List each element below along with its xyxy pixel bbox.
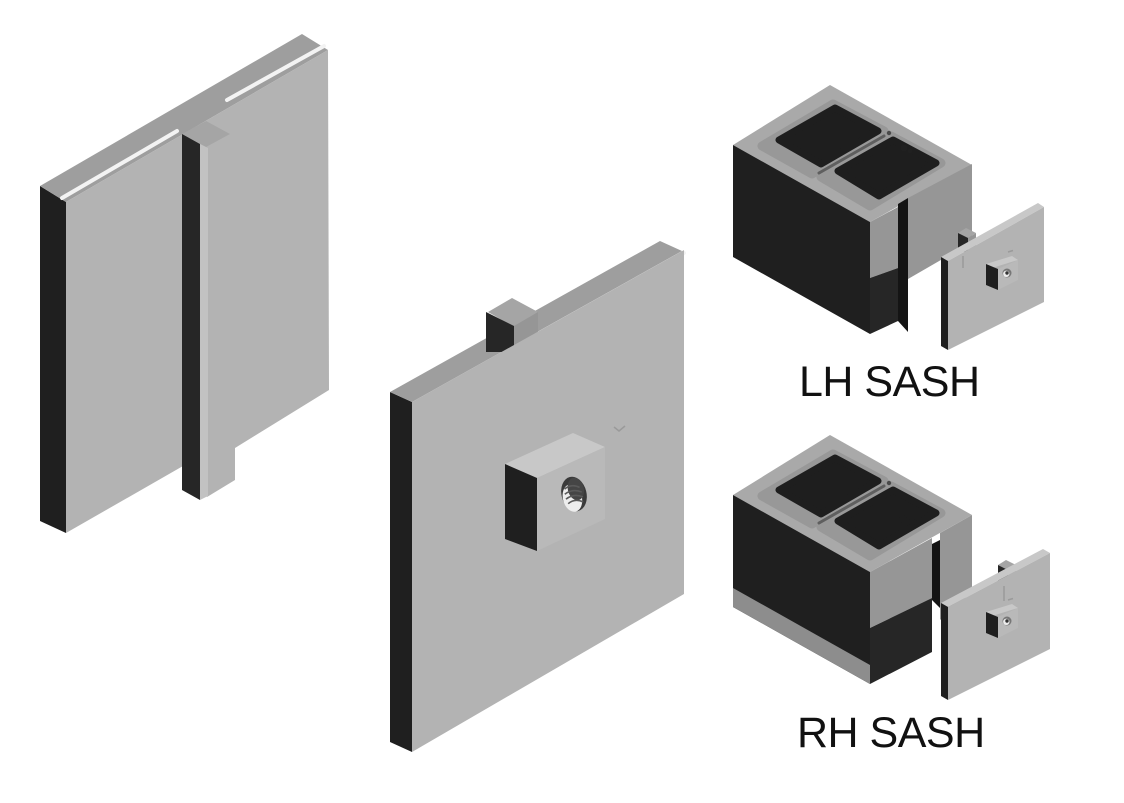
rh-sash-block-figure: RH SASH [733, 435, 1050, 757]
rh-sash-label: RH SASH [797, 709, 985, 757]
tab-shadow-face [486, 312, 514, 352]
threaded-nut-block [505, 425, 626, 551]
lh-plate-left-edge [941, 257, 948, 350]
lh-nut-shadow-face [986, 264, 998, 290]
rh-nut-tick [1007, 597, 1014, 601]
plate-left-edge-face [390, 392, 412, 752]
lh-plate-nut [986, 249, 1018, 290]
rh-balance-slot [932, 540, 940, 608]
lh-cavity-1-opening [775, 104, 882, 168]
rh-web-pilot-hole [886, 480, 892, 486]
lh-block-shadow-face [733, 145, 870, 334]
lh-cam-notch-2 [907, 148, 913, 154]
rh-nut-hole-center [1005, 619, 1009, 623]
rh-block-shadow-face-band [733, 588, 870, 684]
rh-web-groove [817, 484, 886, 525]
rib-top-face [182, 121, 230, 147]
nut-shadow-face [505, 464, 537, 551]
lh-cavity-2-opening [834, 136, 940, 200]
panel-top-face [40, 34, 328, 202]
rh-plate [941, 549, 1050, 700]
lh-block-right-face [870, 207, 898, 278]
lh-sash-label: LH SASH [799, 358, 980, 406]
rh-nut-shadow-face [986, 612, 998, 638]
nut-edge-tick [613, 425, 626, 432]
rh-plate-nut [986, 597, 1018, 638]
interlock-panel-figure [40, 34, 329, 533]
lh-balance-slot [898, 198, 908, 332]
nut-plate-panel-figure [390, 241, 686, 752]
lh-nut-tick [1007, 249, 1014, 253]
rh-block [733, 435, 972, 684]
rh-cam-notch [899, 515, 907, 523]
lh-cam-notch [900, 144, 908, 152]
lh-web-groove [817, 134, 886, 175]
rh-cam-notch-3 [916, 516, 922, 522]
lh-sash-block-figure: LH SASH [733, 85, 1044, 406]
rh-plate-top-face [941, 549, 1050, 607]
rh-cavity-1-opening [775, 454, 882, 518]
lh-plate [941, 203, 1044, 350]
threaded-hole-icon [561, 476, 587, 512]
rib-shadow-face [182, 134, 200, 500]
lh-tab-top-face [958, 228, 976, 238]
rh-nut-top-face [986, 604, 1018, 616]
rh-block-right-face-lower [870, 598, 932, 684]
lh-block [733, 85, 972, 334]
rh-cam-notch-2 [908, 518, 916, 526]
lh-block-right-face-lower [870, 268, 898, 334]
lh-web-pilot-hole [886, 130, 892, 136]
rh-block-shadow-face [733, 495, 870, 684]
rh-cavity-2-opening [834, 486, 940, 550]
panel-left-edge-face [40, 186, 66, 533]
nut-top-face [505, 433, 605, 478]
rh-plate-left-edge [941, 603, 948, 700]
lh-plate-top-face [941, 203, 1044, 261]
lh-nut-top-face [986, 256, 1018, 268]
panel-top-chamfer-highlight [60, 44, 326, 200]
lh-nut-hole-center [1005, 271, 1009, 275]
rib-front-face [200, 144, 208, 500]
